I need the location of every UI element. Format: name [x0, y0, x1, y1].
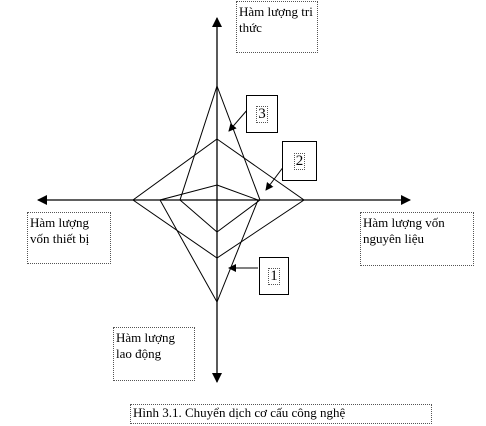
shape-2	[132, 138, 305, 259]
label-left-axis: Hàm lượng vốn thiết bị	[27, 212, 111, 264]
leader-arrow-3	[228, 108, 249, 132]
label-bottom-axis: Hàm lượng lao động	[113, 327, 195, 381]
label-top-axis: Hàm lượng tri thức	[236, 1, 318, 53]
marker-2-text: 2	[293, 152, 306, 170]
shape-1	[159, 184, 259, 304]
marker-1: 1	[259, 257, 289, 295]
marker-3: 3	[246, 95, 278, 133]
marker-1-text: 1	[268, 267, 280, 285]
marker-3-text: 3	[256, 105, 268, 123]
marker-2: 2	[282, 141, 317, 181]
figure-caption: Hình 3.1. Chuyển dịch cơ cấu công nghệ	[130, 404, 432, 424]
label-left-axis-text: Hàm lượng vốn thiết bị	[30, 215, 90, 246]
label-right-axis: Hàm lượng vốn nguyên liệu	[360, 212, 474, 266]
figure-caption-text: Hình 3.1. Chuyển dịch cơ cấu công nghệ	[133, 405, 346, 420]
label-bottom-axis-text: Hàm lượng lao động	[116, 330, 176, 361]
shape-3	[179, 84, 261, 233]
label-top-axis-text: Hàm lượng tri thức	[239, 4, 313, 35]
leader-arrow-2	[265, 165, 285, 191]
label-right-axis-text: Hàm lượng vốn nguyên liệu	[363, 215, 445, 246]
